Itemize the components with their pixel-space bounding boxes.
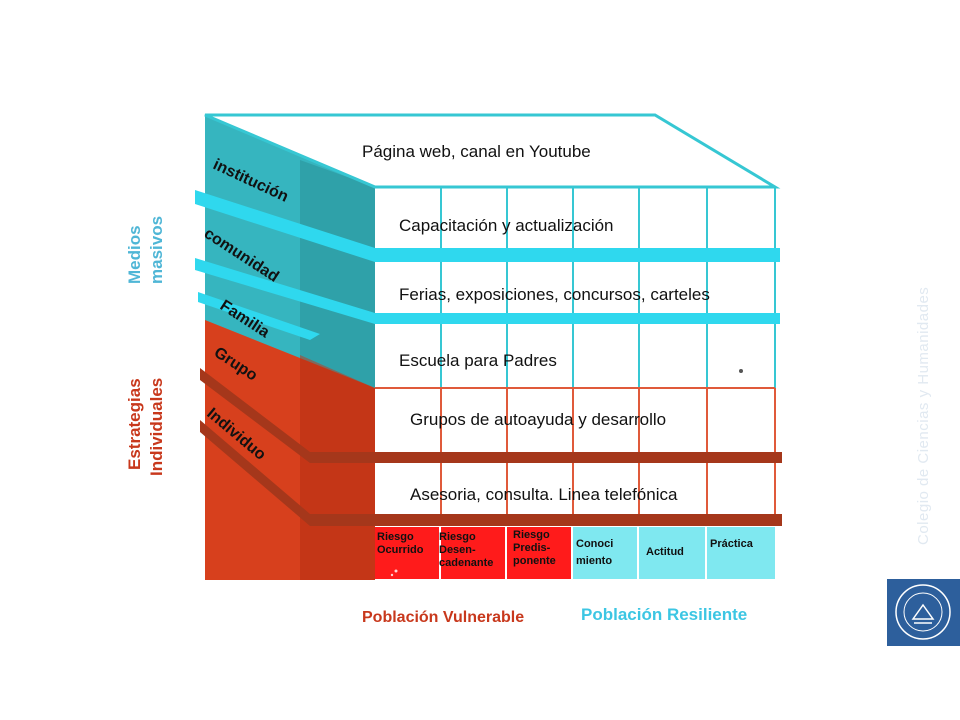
band-text-grupos: Grupos de autoayuda y desarrollo bbox=[410, 410, 666, 429]
group-label-estrategias-line1: Estrategias bbox=[125, 378, 144, 470]
watermark-text: Colegio de Ciencias y Humanidades bbox=[915, 287, 932, 545]
group-label-estrategias-line2: Individuales bbox=[147, 378, 166, 476]
cell-conocimiento bbox=[573, 527, 637, 579]
cell-label: cadenante bbox=[439, 557, 493, 569]
cell-label: Ocurrido bbox=[377, 544, 424, 556]
cell-dot bbox=[390, 573, 394, 577]
cell-label: Riesgo bbox=[377, 531, 414, 543]
school-logo bbox=[887, 579, 960, 646]
cell-label: Conoci bbox=[576, 538, 613, 550]
school-logo-mark bbox=[895, 584, 951, 640]
group-label-estrategias: Estrategias Individuales bbox=[125, 378, 166, 476]
side-face-cyan-shade bbox=[300, 160, 375, 388]
band-text-capacitacion: Capacitación y actualización bbox=[399, 216, 614, 235]
divider-grupo bbox=[200, 368, 782, 463]
population-resilient: Población Resiliente bbox=[581, 605, 747, 624]
divider-institucion bbox=[195, 190, 780, 262]
stray-dot bbox=[739, 369, 743, 373]
cell-label: Actitud bbox=[646, 546, 684, 558]
group-label-medios: Medios masivos bbox=[125, 216, 166, 284]
side-face-red-shade bbox=[300, 355, 375, 580]
cell-actitud bbox=[639, 527, 705, 579]
band-text-asesoria: Asesoria, consulta. Linea telefónica bbox=[410, 485, 678, 504]
cell-label: Desen- bbox=[439, 544, 476, 556]
cell-label: miento bbox=[576, 555, 612, 567]
cell-riesgo-ocurrido bbox=[375, 527, 439, 579]
bottom-labels: Riesgo Ocurrido Riesgo Desen- cadenante … bbox=[377, 529, 754, 569]
cell-dot bbox=[394, 569, 398, 573]
group-label-medios-line1: Medios bbox=[125, 225, 144, 284]
divider-comunidad bbox=[195, 258, 780, 324]
cell-label: Predis- bbox=[513, 542, 551, 554]
cell-label: Riesgo bbox=[513, 529, 550, 541]
divider-individuo bbox=[200, 420, 782, 526]
cell-label: Práctica bbox=[710, 538, 754, 550]
cell-label: Riesgo bbox=[439, 531, 476, 543]
cell-practica bbox=[707, 527, 775, 579]
band-text-escuela: Escuela para Padres bbox=[399, 351, 557, 370]
divider-familia bbox=[198, 292, 320, 340]
cell-riesgo-desencadenante bbox=[441, 527, 505, 579]
cell-riesgo-predisponente bbox=[507, 527, 571, 579]
band-text-pagina-web: Página web, canal en Youtube bbox=[362, 142, 591, 161]
cell-label: ponente bbox=[513, 555, 556, 567]
population-vulnerable: Población Vulnerable bbox=[362, 609, 524, 626]
group-label-medios-line2: masivos bbox=[147, 216, 166, 284]
band-text-ferias: Ferias, exposiciones, concursos, cartele… bbox=[399, 285, 710, 304]
